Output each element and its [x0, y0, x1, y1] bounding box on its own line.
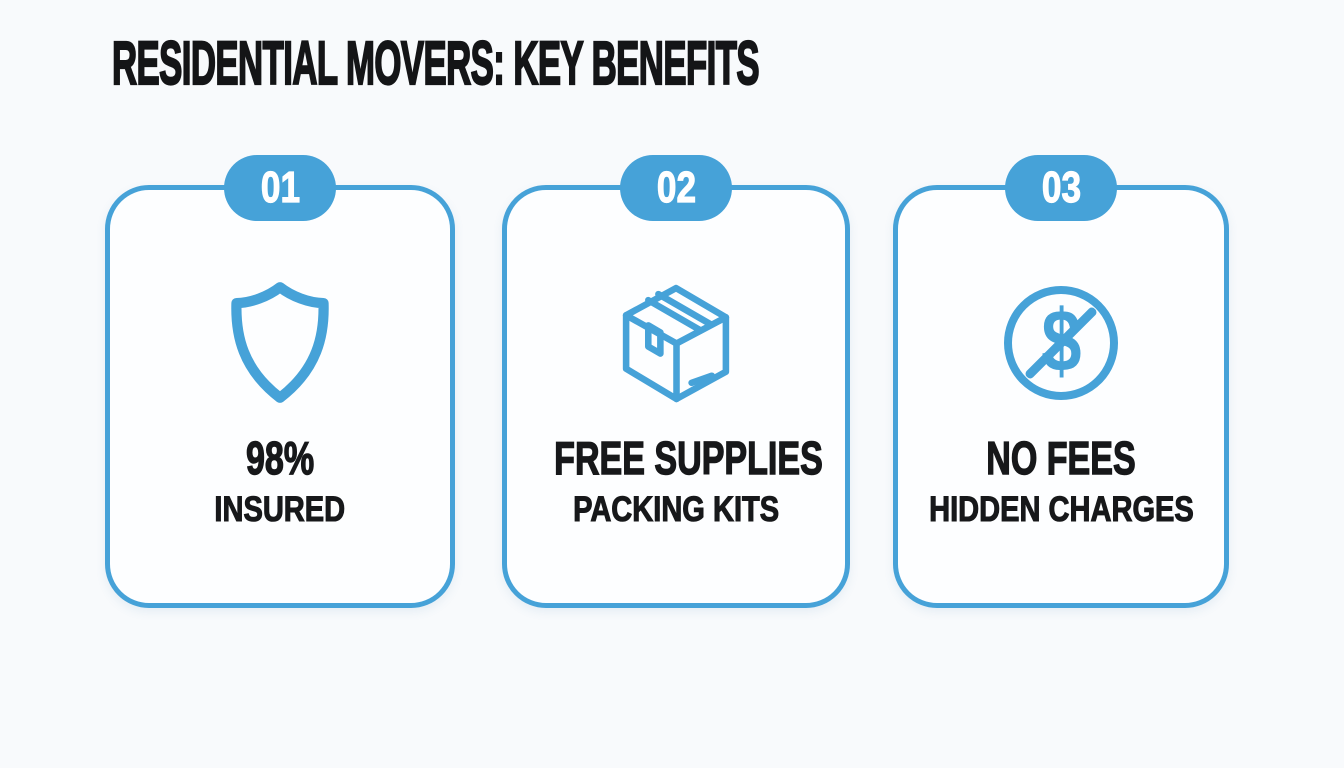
card-icon-area: [110, 276, 450, 410]
card-heading: 98%: [110, 431, 450, 485]
benefit-card-no-fees: 03 $ NO FEES HIDDEN CHARGES: [893, 155, 1229, 608]
step-number: 02: [656, 163, 696, 212]
page-title: RESIDENTIAL MOVERS: KEY BENEFITS: [111, 28, 760, 98]
step-badge-01: 01: [224, 155, 336, 221]
step-badge-02: 02: [620, 155, 732, 221]
benefit-card-insured: 01 98% INSURED: [105, 155, 455, 608]
shield-icon: [231, 282, 329, 403]
package-box-icon: [622, 284, 730, 403]
card-heading: NO FEES: [898, 431, 1224, 485]
card-subheading-text: HIDDEN CHARGES: [928, 489, 1194, 529]
card-heading-text: NO FEES: [986, 431, 1136, 484]
benefit-card-free-supplies: 02 FREE SUPPLIES PACKING KITS: [502, 155, 850, 608]
card-icon-area: $: [898, 276, 1224, 410]
card-subheading: INSURED: [110, 489, 450, 530]
step-number: 01: [260, 163, 300, 212]
step-number: 03: [1041, 163, 1081, 212]
card-heading-text: FREE SUPPLIES: [554, 431, 824, 484]
card-heading-text: 98%: [245, 431, 315, 484]
card-subheading-text: PACKING KITS: [572, 489, 780, 529]
card-subheading: PACKING KITS: [507, 489, 845, 530]
card-subheading-text: INSURED: [214, 489, 346, 529]
card-heading: FREE SUPPLIES: [507, 431, 845, 485]
step-badge-03: 03: [1005, 155, 1117, 221]
card-icon-area: [507, 276, 845, 410]
card-subheading: HIDDEN CHARGES: [898, 489, 1224, 530]
no-dollar-icon: $: [1004, 286, 1118, 400]
